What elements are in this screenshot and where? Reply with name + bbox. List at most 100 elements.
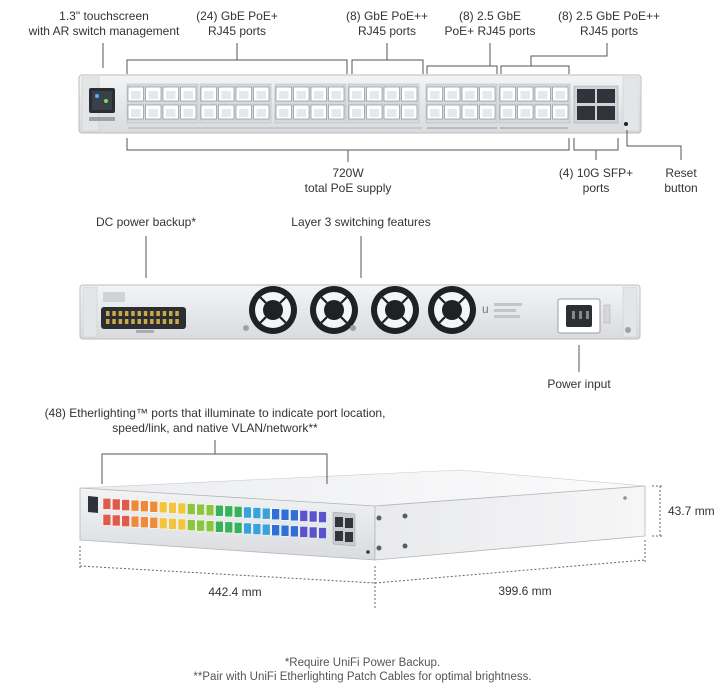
etherlighting-port (271, 524, 280, 536)
etherlighting-port (243, 522, 252, 535)
etherlighting-port (224, 505, 233, 518)
gbe-poe-callout: (24) GbE PoE+ RJ45 ports (196, 9, 278, 38)
etherlighting-port (224, 521, 233, 534)
front-callout-lines (102, 43, 682, 162)
height-dimension: 43.7 mm (668, 504, 715, 518)
etherlighting-port (177, 502, 187, 515)
reset-button-dot (624, 122, 628, 126)
etherlighting-port (252, 523, 262, 535)
etherlighting-port (290, 525, 299, 538)
etherlighting-port (215, 521, 224, 533)
front-rj45-ports (126, 83, 571, 124)
etherlighting-port (177, 518, 187, 531)
etherlighting-port (318, 511, 327, 523)
dc-pin (118, 311, 123, 316)
dc-pin (112, 319, 116, 324)
reset-callout: Reset button (664, 166, 698, 195)
etherlighting-port (309, 526, 318, 539)
etherlighting-port (196, 503, 205, 516)
dc-pin (131, 319, 135, 324)
dc-pin (106, 319, 110, 324)
etherlighting-port (102, 498, 112, 510)
poe-supply-callout: 720W total PoE supply (304, 166, 392, 195)
width-dimension: 442.4 mm (208, 585, 262, 599)
dc-pin (137, 311, 141, 316)
etherlighting-port (159, 501, 168, 514)
etherlighting-port (243, 506, 252, 519)
dc-pin (150, 311, 154, 316)
front-sfp-ports (573, 85, 619, 124)
cooling-fans (249, 286, 476, 334)
rear-panel: u (79, 284, 641, 340)
etherlighting-port (168, 518, 177, 530)
etherlighting-callout: (48) Etherlighting™ ports that illuminat… (44, 406, 386, 435)
etherlighting-port (196, 519, 205, 532)
etherlighting-port (252, 507, 262, 519)
ge25-poepp-callout: (8) 2.5 GbE PoE++ RJ45 ports (557, 9, 661, 38)
power-input-callout: Power input (547, 377, 611, 391)
etherlighting-port (112, 514, 121, 527)
perspective-switch (79, 469, 646, 561)
etherlighting-port (130, 499, 140, 512)
dc-pin (118, 319, 123, 324)
etherlighting-port (121, 499, 130, 511)
dc-pin (137, 319, 141, 324)
etherlighting-port (130, 515, 140, 528)
etherlighting-port (187, 503, 196, 515)
etherlighting-port (149, 501, 158, 513)
etherlighting-port (112, 498, 121, 511)
footnote-patch-cables: **Pair with UniFi Etherlighting Patch Ca… (193, 671, 532, 683)
etherlighting-port (318, 527, 327, 539)
dc-pin (143, 311, 148, 316)
depth-dimension: 399.6 mm (498, 584, 552, 598)
etherlighting-port (140, 500, 149, 512)
dc-power-connector (101, 307, 186, 329)
layer3-callout: Layer 3 switching features (291, 215, 431, 229)
dc-pin (175, 311, 179, 316)
front-panel (78, 74, 642, 134)
etherlighting-port (102, 514, 112, 526)
dc-pin (124, 319, 129, 324)
dc-pin (112, 311, 116, 316)
etherlighting-port (159, 517, 168, 530)
dimension-lines (79, 485, 664, 608)
dc-pin (156, 319, 160, 324)
gbe-poepp-callout: (8) GbE PoE++ RJ45 ports (345, 9, 429, 38)
ge25-poe-callout: (8) 2.5 GbE PoE+ RJ45 ports (444, 9, 536, 38)
etherlighting-port (290, 509, 299, 522)
etherlighting-port (299, 510, 308, 522)
etherlighting-port (205, 520, 215, 532)
etherlighting-port (234, 522, 243, 534)
dc-pin (106, 311, 110, 316)
etherlighting-port (280, 525, 290, 537)
etherlighting-port (205, 504, 215, 516)
dc-pin (175, 319, 179, 324)
etherlighting-port (187, 519, 196, 531)
dc-backup-callout: DC power backup* (95, 215, 197, 229)
dc-pin (124, 311, 129, 316)
etherlighting-port (262, 523, 271, 536)
dc-pin (162, 311, 167, 316)
etherlighting-port (299, 526, 308, 538)
dc-pin (150, 319, 154, 324)
dc-pin (169, 311, 173, 316)
etherlighting-port (149, 517, 158, 529)
etherlighting-port (215, 505, 224, 517)
etherlighting-port (121, 515, 130, 527)
etherlighting-ports (102, 498, 327, 539)
etherlighting-port (262, 507, 271, 520)
footnote-power-backup: *Require UniFi Power Backup. (284, 657, 441, 669)
etherlighting-port (271, 508, 280, 520)
dc-pin (169, 319, 173, 324)
etherlighting-port (280, 509, 290, 521)
etherlighting-port (234, 506, 243, 518)
dc-pin (143, 319, 148, 324)
dc-pin (156, 311, 160, 316)
touchscreen-callout: 1.3" touchscreen with AR switch manageme… (28, 9, 180, 38)
sfp-callout: (4) 10G SFP+ ports (558, 166, 634, 195)
etherlighting-port (168, 502, 177, 514)
rear-callout-lines (145, 236, 580, 372)
etherlighting-port (309, 510, 318, 523)
ubiquiti-logo: u (482, 302, 489, 316)
